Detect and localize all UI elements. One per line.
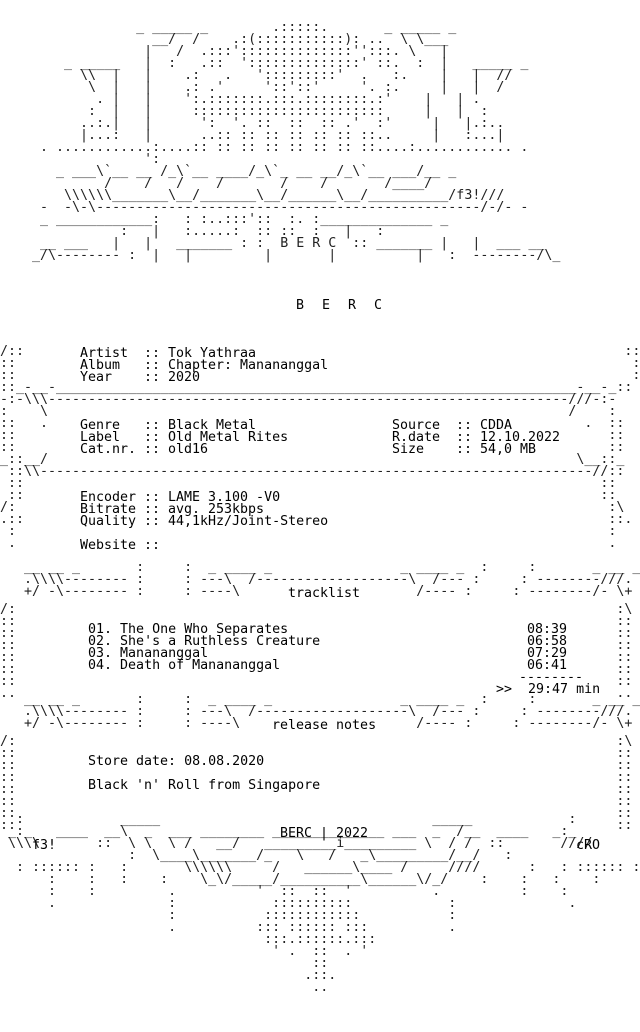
website-row: Website::: [80, 538, 168, 553]
label-label: Label: [80, 430, 121, 445]
track-num: 02.: [88, 634, 113, 649]
notes-text: Black 'n' Roll from Singapore: [88, 778, 321, 793]
label-row: Label::Old Metal Rites: [80, 430, 289, 445]
quality-value: 44,1kHz/Joint-Stereo: [168, 514, 329, 529]
year-value: 2020: [168, 370, 201, 385]
catnr-value: old16: [168, 442, 209, 457]
artist-label: Artist: [80, 346, 129, 361]
footer-tag-right: cRO: [576, 838, 601, 853]
genre-row: Genre::Black Metal: [80, 418, 257, 433]
track-num: 04.: [88, 658, 113, 673]
notes-frame-art: __ __ _ : : _ ____ _ _ ____ _ : : _ __ _…: [24, 692, 640, 731]
encoder-sep: ::: [144, 490, 161, 505]
website-label: Website: [80, 538, 137, 553]
encoder-value: LAME 3.100 -V0: [168, 490, 281, 505]
track-row: 03. Manananggal: [88, 646, 209, 661]
total-divider: --------: [519, 670, 584, 685]
track-row: 01. The One Who Separates: [88, 622, 289, 637]
total-marker: >>: [496, 682, 513, 697]
tracklist-title: tracklist: [288, 586, 361, 601]
album-sep: ::: [144, 358, 161, 373]
catnr-label: Cat.nr.: [80, 442, 137, 457]
encoder-row: Encoder::LAME 3.100 -V0: [80, 490, 281, 505]
rdate-sep: ::: [456, 430, 473, 445]
size-sep: ::: [456, 442, 473, 457]
encoder-label: Encoder: [80, 490, 137, 505]
album-label: Album: [80, 358, 121, 373]
genre-value: Black Metal: [168, 418, 257, 433]
total-row: >> 29:47 min: [496, 682, 601, 697]
notes-side-art: /: :\ :: :: ::: [0, 734, 633, 833]
label-sep: ::: [144, 430, 161, 445]
bitrate-sep: ::: [144, 502, 161, 517]
bitrate-row: Bitrate::avg. 253kbps: [80, 502, 265, 517]
artist-row: Artist::Tok Yathraa: [80, 346, 257, 361]
track-time: 08:39: [527, 622, 568, 637]
artist-sep: ::: [144, 346, 161, 361]
bitrate-value: avg. 253kbps: [168, 502, 265, 517]
quality-row: Quality::44,1kHz/Joint-Stereo: [80, 514, 329, 529]
track-name: Death of Manananggal: [120, 658, 281, 673]
album-row: Album::Chapter: Manananggal: [80, 358, 329, 373]
footer-signature: BERC | 2022: [280, 826, 369, 841]
source-row: Source::CDDA: [392, 418, 513, 433]
footer-ascii-art: : _____ _____ : _:_ ____ __\ _ ___ _____…: [8, 812, 640, 995]
catnr-row: Cat.nr.::old16: [80, 442, 209, 457]
tracklist-frame-art: __ __ _ : : _ ____ _ _ ____ _ : : _ __ _…: [24, 560, 640, 599]
artist-value: Tok Yathraa: [168, 346, 257, 361]
track-num: 03.: [88, 646, 113, 661]
track-name: The One Who Separates: [120, 622, 289, 637]
header-ascii-art: _ _____ _ .:::::. _ _____ _ __/ / .:(:::…: [32, 20, 561, 263]
source-sep: ::: [456, 418, 473, 433]
footer-tag-left: f3!: [32, 838, 57, 853]
track-time: 06:58: [527, 634, 568, 649]
source-value: CDDA: [480, 418, 513, 433]
catnr-sep: ::: [144, 442, 161, 457]
store-date: Store date: 08.08.2020: [88, 754, 265, 769]
track-name: She's a Ruthless Creature: [120, 634, 321, 649]
track-time: 06:41: [527, 658, 568, 673]
website-sep: ::: [144, 538, 161, 553]
label-value: Old Metal Rites: [168, 430, 289, 445]
track-num: 01.: [88, 622, 113, 637]
genre-sep: ::: [144, 418, 161, 433]
track-row: 04. Death of Manananggal: [88, 658, 281, 673]
track-row: 02. She's a Ruthless Creature: [88, 634, 321, 649]
genre-label: Genre: [80, 418, 121, 433]
tracklist-side-art: /: :\ :: :: ::: [0, 602, 633, 701]
year-label: Year: [80, 370, 113, 385]
group-banner: B E R C: [296, 298, 388, 313]
size-label: Size: [392, 442, 425, 457]
info-frame-art: /:: ::\ :: :: ::: [0, 344, 640, 551]
rdate-label: R.date: [392, 430, 441, 445]
bitrate-label: Bitrate: [80, 502, 137, 517]
size-value: 54,0 MB: [480, 442, 537, 457]
album-value: Chapter: Manananggal: [168, 358, 329, 373]
track-name: Manananggal: [120, 646, 209, 661]
source-label: Source: [392, 418, 441, 433]
year-sep: ::: [144, 370, 161, 385]
release-notes-title: release notes: [272, 718, 377, 733]
total-time: 29:47 min: [528, 682, 601, 697]
track-time: 07:29: [527, 646, 568, 661]
rdate-value: 12.10.2022: [480, 430, 561, 445]
year-row: Year::2020: [80, 370, 201, 385]
quality-sep: ::: [144, 514, 161, 529]
size-row: Size::54,0 MB: [392, 442, 537, 457]
rdate-row: R.date::12.10.2022: [392, 430, 561, 445]
quality-label: Quality: [80, 514, 137, 529]
